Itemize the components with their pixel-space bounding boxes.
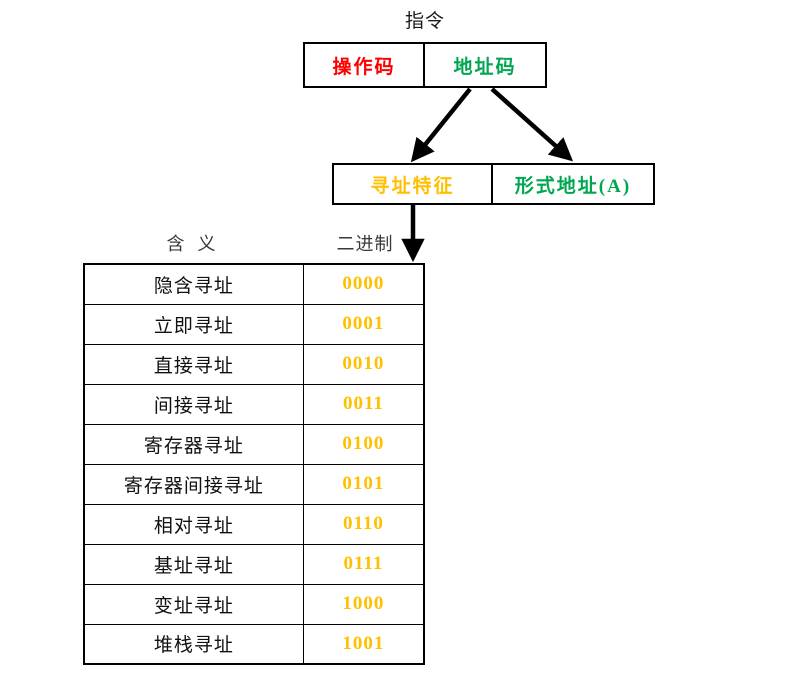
cell-meaning: 基址寻址: [83, 543, 304, 585]
address-code-breakdown-box: 寻址特征 形式地址(A): [332, 163, 655, 205]
cell-meaning: 直接寻址: [83, 343, 304, 385]
cell-binary: 1000: [302, 583, 425, 625]
cell-meaning: 堆栈寻址: [83, 623, 304, 665]
cell-meaning: 相对寻址: [83, 503, 304, 545]
cell-binary: 0001: [302, 303, 425, 345]
cell-binary: 1001: [302, 623, 425, 665]
table-header-meaning: 含 义: [166, 234, 220, 254]
arrow-to-formal-address: [490, 87, 574, 162]
arrow-to-addressing-mode: [410, 87, 472, 163]
cell-binary: 0101: [302, 463, 425, 505]
cell-meaning: 间接寻址: [83, 383, 304, 425]
opcode-cell: 操作码: [305, 44, 425, 86]
diagram-title: 指令: [404, 11, 445, 32]
cell-binary: 0111: [302, 543, 425, 585]
address-code-cell: 地址码: [425, 44, 545, 86]
formal-address-label: 形式地址(A): [514, 175, 632, 197]
cell-binary: 0010: [302, 343, 425, 385]
cell-meaning: 寄存器间接寻址: [83, 463, 304, 505]
cell-meaning: 变址寻址: [83, 583, 304, 625]
addressing-mode-cell: 寻址特征: [334, 165, 493, 203]
cell-meaning: 隐含寻址: [83, 263, 304, 305]
cell-binary: 0000: [302, 263, 425, 305]
instruction-box: 操作码 地址码: [303, 42, 547, 88]
addressing-mode-label: 寻址特征: [370, 175, 455, 197]
opcode-label: 操作码: [332, 56, 396, 78]
cell-binary: 0100: [302, 423, 425, 465]
cell-meaning: 寄存器寻址: [83, 423, 304, 465]
formal-address-cell: 形式地址(A): [493, 165, 653, 203]
table-header-binary: 二进制: [336, 234, 394, 254]
cell-binary: 0011: [302, 383, 425, 425]
cell-meaning: 立即寻址: [83, 303, 304, 345]
cell-binary: 0110: [302, 503, 425, 545]
address-code-label: 地址码: [453, 56, 517, 78]
